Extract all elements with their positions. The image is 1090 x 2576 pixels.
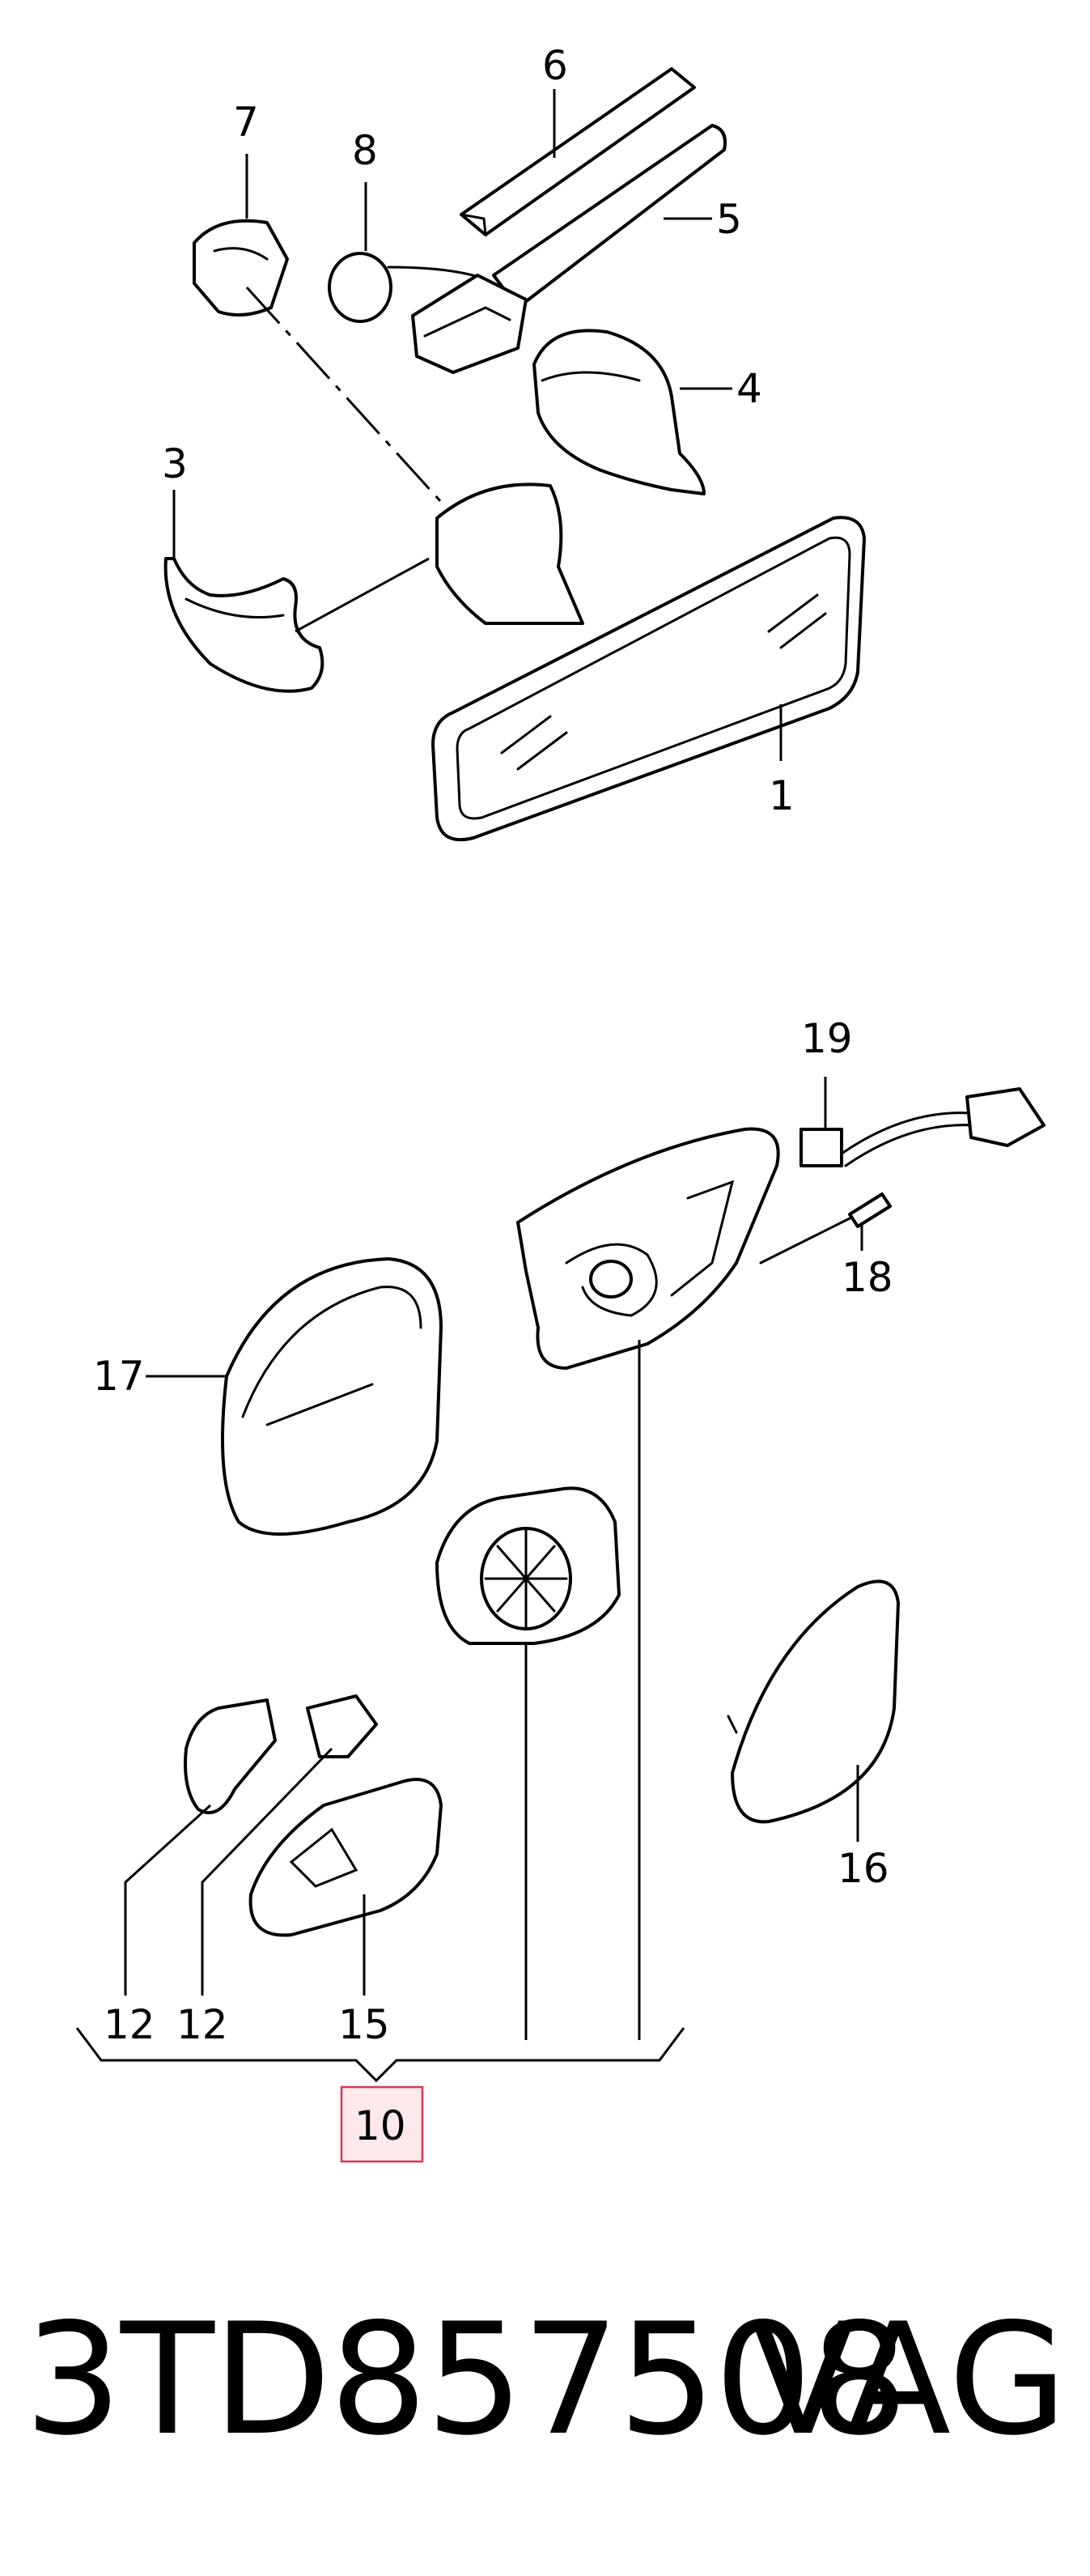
- assembly-axis-line: [245, 286, 443, 504]
- callout-5: 5: [716, 196, 742, 243]
- callout-12-left: 12: [104, 2001, 155, 2048]
- callout-19: 19: [801, 1015, 853, 1062]
- interior-mirror-assembly: [163, 67, 866, 842]
- part-4-mount-cover: [532, 329, 706, 495]
- part-8-sensor: [328, 252, 487, 323]
- part-18-bolt: [759, 1192, 892, 1265]
- callout-12-right: 12: [176, 2001, 228, 2048]
- adjustment-motor: [435, 1486, 621, 1645]
- footer: 3TD857508 VAG: [0, 2283, 1090, 2493]
- part-19-wiring-harness: [799, 1087, 1045, 1167]
- callout-18: 18: [842, 1254, 893, 1301]
- callout-3: 3: [162, 440, 188, 487]
- part-12-cover-left: [184, 1698, 277, 1814]
- parts-diagram: 6 7 8 5 4 3 1: [75, 42, 1045, 2163]
- part-7-clip: [193, 219, 289, 317]
- connector-bracket: [411, 274, 528, 374]
- part-17-housing-cap: [221, 1257, 443, 1536]
- exterior-mirror-assembly: [184, 1087, 1045, 1937]
- upper-leaders: [172, 89, 783, 761]
- callout-10: 10: [354, 2102, 406, 2149]
- part-3-foot-cover: [163, 557, 324, 693]
- brand-label: VAG: [750, 2290, 1067, 2469]
- lower-leaders: [124, 1077, 863, 2040]
- part-6-trim-strip: [460, 67, 696, 236]
- group-bracket: [75, 2027, 685, 2083]
- part-16-mirror-glass: [727, 1579, 900, 1824]
- callout-7: 7: [233, 99, 259, 146]
- part-number: 3TD857508: [24, 2290, 909, 2469]
- leader-3: [295, 557, 430, 633]
- callout-17: 17: [93, 1353, 145, 1400]
- callout-4: 4: [736, 365, 762, 412]
- callout-10-highlight: [340, 2085, 424, 2163]
- callout-15: 15: [338, 2001, 390, 2048]
- callout-16: 16: [838, 1845, 889, 1892]
- part-12-clip-right: [306, 1694, 378, 1758]
- mirror-base-bracket: [516, 1127, 780, 1370]
- callout-1: 1: [769, 772, 795, 819]
- part-1-mirror: [431, 482, 866, 842]
- part-15-lower-housing: [248, 1778, 443, 1937]
- part-5-cover-strip: [492, 124, 727, 309]
- callout-8: 8: [352, 127, 378, 174]
- callout-6: 6: [542, 42, 568, 89]
